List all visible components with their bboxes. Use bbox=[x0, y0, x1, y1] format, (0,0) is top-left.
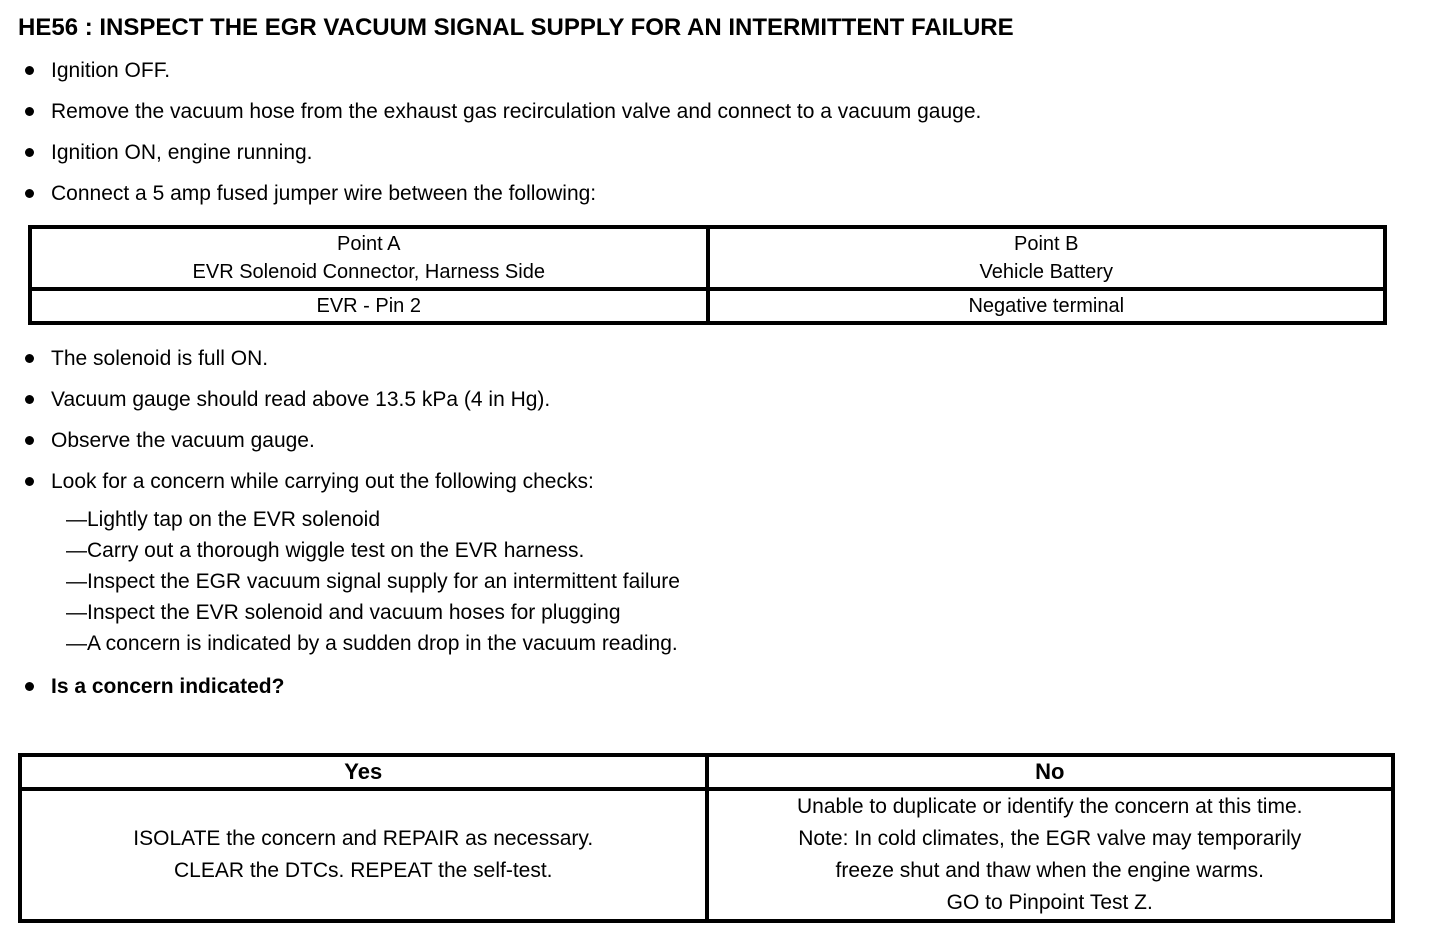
yes-action-line: CLEAR the DTCs. REPEAT the self-test. bbox=[173, 859, 553, 882]
sub-check-text: —Lightly tap on the EVR solenoid bbox=[66, 508, 381, 531]
point-a-connection-cell: EVR - Pin 2 bbox=[28, 287, 710, 325]
bullet-icon bbox=[25, 436, 34, 445]
bullet-icon bbox=[25, 148, 34, 157]
sub-check-text: —Inspect the EGR vacuum signal supply fo… bbox=[66, 570, 680, 593]
step-text: Ignition OFF. bbox=[51, 59, 171, 82]
bullet-icon bbox=[25, 477, 34, 486]
point-a-header-cell: Point A EVR Solenoid Connector, Harness … bbox=[28, 225, 710, 291]
no-action-line: Note: In cold climates, the EGR valve ma… bbox=[798, 827, 1302, 850]
sub-check-text: —A concern is indicated by a sudden drop… bbox=[66, 632, 678, 655]
yes-no-result-table: Yes No ISOLATE the concern and REPAIR as… bbox=[18, 753, 1395, 923]
list-item: Ignition OFF. bbox=[18, 58, 1422, 84]
list-item: Ignition ON, engine running. bbox=[18, 140, 1422, 166]
list-item: Observe the vacuum gauge. bbox=[18, 428, 1422, 454]
step-text: Remove the vacuum hose from the exhaust … bbox=[51, 100, 982, 123]
list-item: Look for a concern while carrying out th… bbox=[18, 469, 1422, 495]
point-b-connection-cell: Negative terminal bbox=[705, 287, 1387, 325]
step-text: The solenoid is full ON. bbox=[51, 347, 269, 370]
observation-steps-list: The solenoid is full ON. Vacuum gauge sh… bbox=[18, 346, 1422, 495]
no-action-line: freeze shut and thaw when the engine war… bbox=[835, 859, 1264, 882]
step-text: Look for a concern while carrying out th… bbox=[51, 470, 594, 493]
yes-action-cell: ISOLATE the concern and REPAIR as necess… bbox=[18, 787, 709, 923]
point-a-subtitle: EVR Solenoid Connector, Harness Side bbox=[192, 261, 545, 283]
table-row: ISOLATE the concern and REPAIR as necess… bbox=[18, 787, 1395, 923]
question-item: Is a concern indicated? bbox=[18, 674, 1422, 700]
setup-steps-list: Ignition OFF. Remove the vacuum hose fro… bbox=[18, 58, 1422, 207]
step-text: Connect a 5 amp fused jumper wire betwee… bbox=[51, 182, 597, 205]
point-b-header-cell: Point B Vehicle Battery bbox=[705, 225, 1387, 291]
no-action-line: Unable to duplicate or identify the conc… bbox=[797, 795, 1303, 818]
list-item: The solenoid is full ON. bbox=[18, 346, 1422, 372]
yes-action-line: ISOLATE the concern and REPAIR as necess… bbox=[133, 827, 594, 850]
list-item: Vacuum gauge should read above 13.5 kPa … bbox=[18, 387, 1422, 413]
no-action-cell: Unable to duplicate or identify the conc… bbox=[704, 787, 1395, 923]
bullet-icon bbox=[25, 66, 34, 75]
yes-header-cell: Yes bbox=[18, 753, 709, 791]
step-text: Observe the vacuum gauge. bbox=[51, 429, 315, 452]
sub-check-text: —Inspect the EVR solenoid and vacuum hos… bbox=[66, 601, 621, 624]
point-b-title: Point B bbox=[1014, 233, 1079, 255]
step-text: Ignition ON, engine running. bbox=[51, 141, 313, 164]
sub-checks-list: —Lightly tap on the EVR solenoid —Carry … bbox=[66, 504, 1422, 659]
no-header-cell: No bbox=[704, 753, 1395, 791]
jumper-wire-table: Point A EVR Solenoid Connector, Harness … bbox=[28, 225, 1387, 325]
table-header-row: Yes No bbox=[18, 753, 1395, 791]
step-text: Vacuum gauge should read above 13.5 kPa … bbox=[51, 388, 551, 411]
page-title: HE56 : INSPECT THE EGR VACUUM SIGNAL SUP… bbox=[18, 14, 1014, 41]
question-text: Is a concern indicated? bbox=[51, 675, 285, 698]
bullet-icon bbox=[25, 189, 34, 198]
point-b-subtitle: Vehicle Battery bbox=[979, 261, 1113, 283]
bullet-icon bbox=[25, 107, 34, 116]
bullet-icon bbox=[25, 354, 34, 363]
list-item: Remove the vacuum hose from the exhaust … bbox=[18, 99, 1422, 125]
no-action-line: GO to Pinpoint Test Z. bbox=[946, 891, 1153, 914]
table-row: EVR - Pin 2 Negative terminal bbox=[28, 287, 1387, 325]
point-a-title: Point A bbox=[337, 233, 401, 255]
list-item: Connect a 5 amp fused jumper wire betwee… bbox=[18, 181, 1422, 207]
bullet-icon bbox=[25, 395, 34, 404]
sub-check-text: —Carry out a thorough wiggle test on the… bbox=[66, 539, 585, 562]
table-row: Point A EVR Solenoid Connector, Harness … bbox=[28, 225, 1387, 291]
bullet-icon bbox=[25, 682, 34, 691]
